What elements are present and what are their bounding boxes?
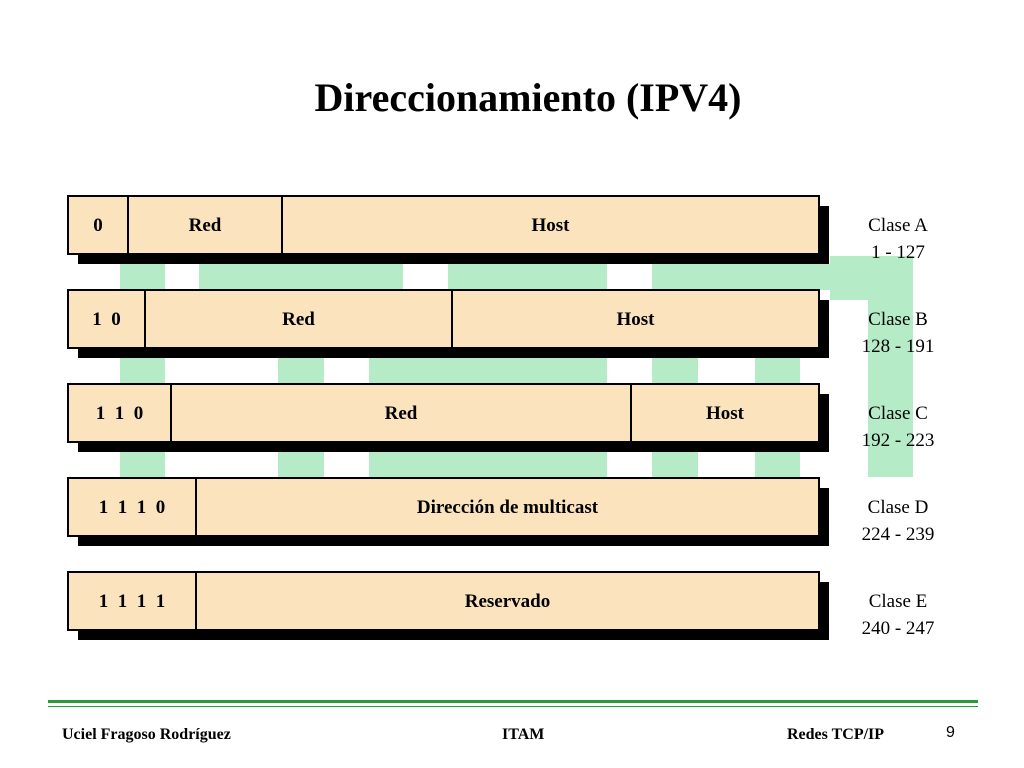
footer-rule-bottom: [48, 706, 978, 707]
connector-band: [120, 264, 165, 290]
row-box: [67, 477, 820, 537]
row-box: [67, 571, 820, 631]
row-box: [67, 289, 820, 349]
field-red: Red: [189, 215, 222, 236]
field-label: Dirección de multicast: [417, 497, 599, 518]
connector-band: [755, 358, 800, 384]
field-prefix-bits: 1 1 0: [96, 403, 144, 424]
class-row: 0 Red Host Clase A 1 - 127: [67, 195, 928, 264]
connector-band: [278, 358, 324, 384]
field-prefix-bits: 0: [93, 215, 103, 236]
row-box: [67, 383, 820, 443]
class-row: 1 1 1 0 Dirección de multicast Clase D 224 …: [67, 477, 935, 546]
class-name: Clase D: [868, 497, 929, 518]
class-range: 240 - 247: [862, 618, 935, 639]
field-red: Red: [282, 309, 315, 330]
class-row: 1 0 Red Host Clase B 128 - 191: [67, 289, 935, 358]
field-host: Host: [617, 309, 656, 330]
slide-title: Direccionamiento (IPV4): [314, 75, 742, 120]
row-box: [67, 195, 820, 255]
field-red: Red: [385, 403, 418, 424]
class-name: Clase C: [868, 403, 928, 424]
field-host: Host: [706, 403, 745, 424]
class-range: 1 - 127: [871, 242, 925, 263]
class-row: 1 1 1 1 Reservado Clase E 240 - 247: [67, 571, 935, 640]
field-host: Host: [532, 215, 571, 236]
class-name: Clase B: [868, 309, 928, 330]
page-number: 9: [946, 724, 955, 741]
connector-band: [448, 264, 607, 290]
connector-bands: [120, 256, 913, 478]
field-label: Reservado: [465, 591, 550, 612]
connector-band: [120, 452, 165, 478]
field-prefix-bits: 1 0: [92, 309, 121, 330]
connector-bracket: [830, 256, 913, 477]
class-range: 128 - 191: [862, 336, 935, 357]
connector-band: [369, 358, 607, 384]
class-range: 192 - 223: [862, 430, 935, 451]
connector-band: [652, 358, 698, 384]
field-prefix-bits: 1 1 1 0: [99, 497, 166, 518]
footer-rule-top: [48, 700, 978, 703]
connector-band: [755, 452, 800, 478]
connector-band: [120, 358, 165, 384]
connector-band: [278, 452, 324, 478]
connector-band: [652, 264, 830, 290]
connector-band: [199, 264, 403, 290]
connector-band: [369, 452, 607, 478]
field-prefix-bits: 1 1 1 1: [99, 591, 166, 612]
footer-author: Uciel Fragoso Rodríguez: [62, 726, 231, 743]
footer-course: Redes TCP/IP: [787, 726, 885, 743]
connector-band: [652, 452, 698, 478]
class-row: 1 1 0 Red Host Clase C 192 - 223: [67, 383, 935, 452]
footer-institution: ITAM: [502, 726, 545, 743]
class-range: 224 - 239: [862, 524, 935, 545]
class-name: Clase A: [868, 215, 928, 236]
class-name: Clase E: [869, 591, 928, 612]
